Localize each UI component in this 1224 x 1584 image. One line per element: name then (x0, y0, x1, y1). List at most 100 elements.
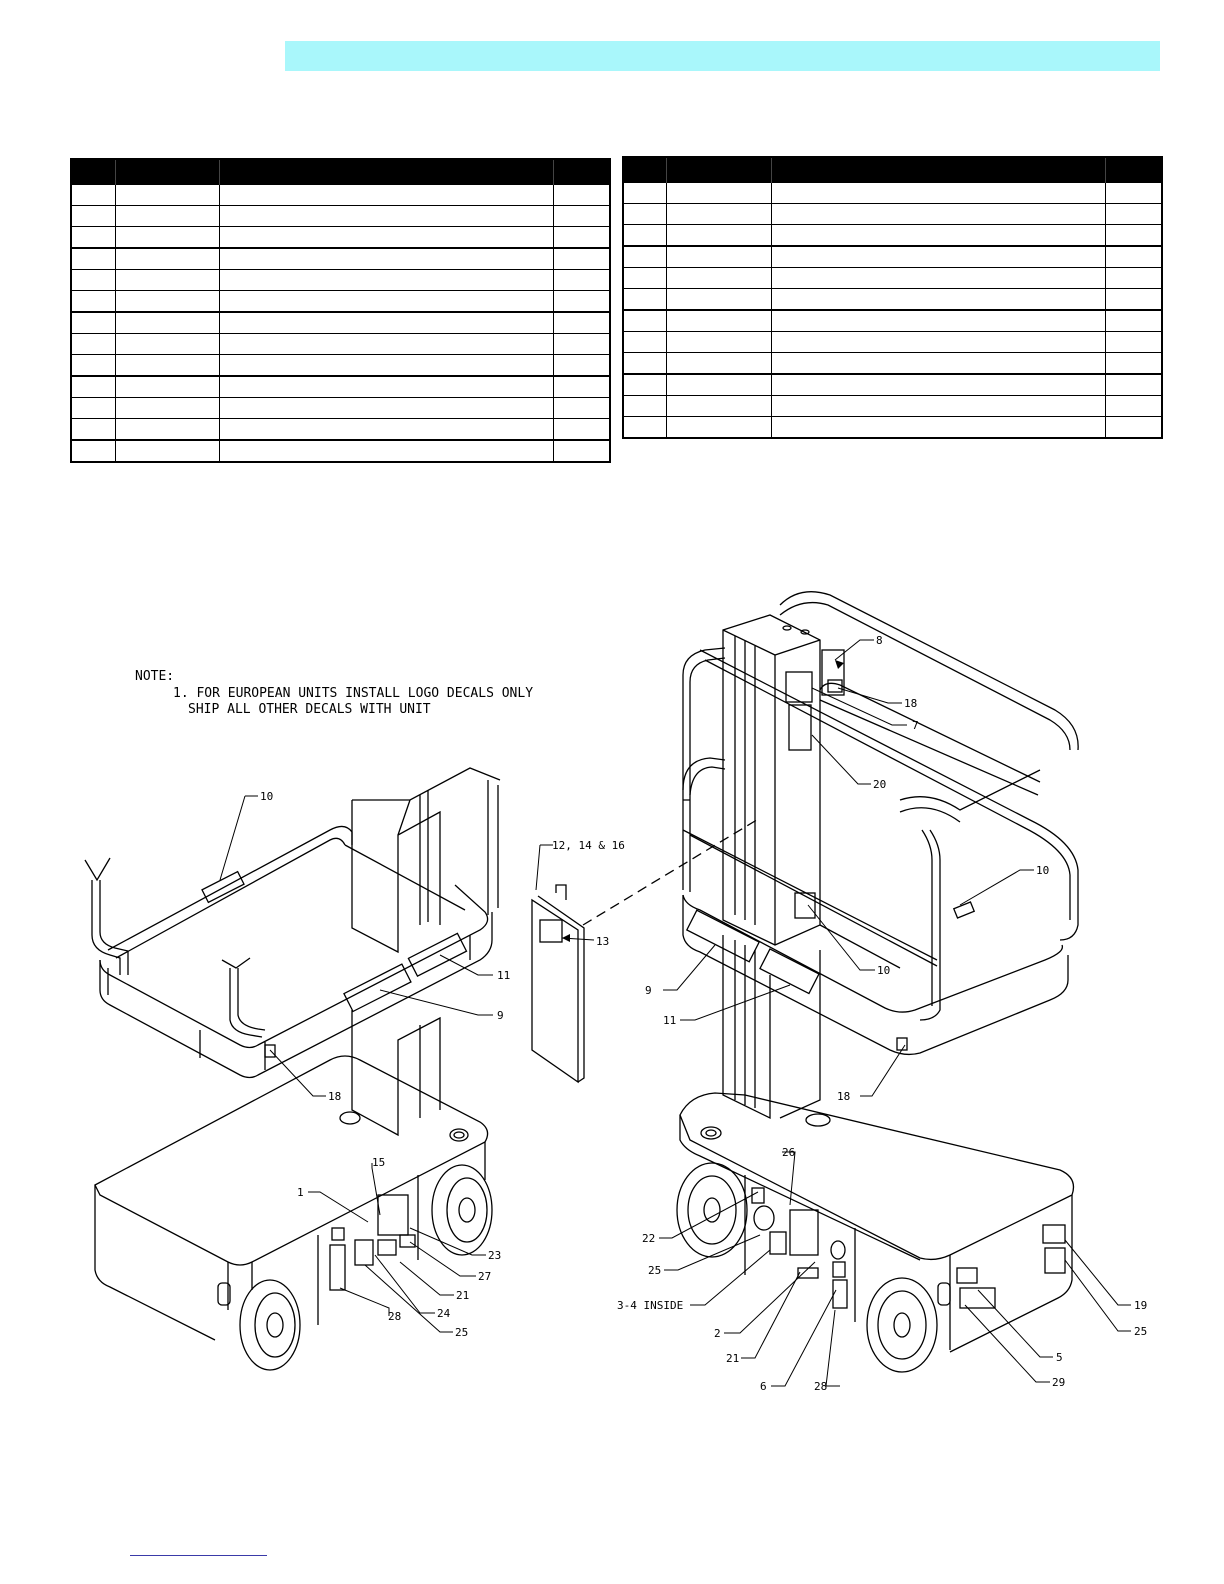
parts-table-right (622, 156, 1163, 439)
table-row (70, 418, 610, 440)
table-cell (552, 184, 610, 206)
table-cell (70, 205, 115, 227)
table-row (622, 352, 1162, 374)
table-cell (1104, 203, 1162, 225)
table-cell (622, 416, 666, 438)
table-cell (114, 269, 219, 291)
table-cell (218, 311, 553, 334)
callout-label: 10 (877, 964, 890, 977)
table-cell (552, 205, 610, 227)
callout-label: 22 (642, 1232, 655, 1245)
table-row (622, 224, 1162, 246)
callout-label: 25 (1134, 1325, 1147, 1338)
table-row (70, 439, 610, 462)
table-cell (665, 267, 771, 289)
table-cell (1104, 182, 1162, 204)
table-cell (218, 247, 553, 270)
table-cell (114, 375, 219, 398)
callout-label: 29 (1052, 1376, 1065, 1389)
table-row (622, 182, 1162, 204)
callout-label: 25 (455, 1326, 468, 1339)
table-cell (665, 309, 771, 332)
callout-label: 19 (1134, 1299, 1147, 1312)
table-cell (114, 354, 219, 376)
table-cell (1104, 416, 1162, 438)
callout-label: 28 (388, 1310, 401, 1323)
callout-label: 12, 14 & 16 (552, 839, 625, 852)
table-cell (114, 184, 219, 206)
table-cell (552, 333, 610, 355)
callout-label: 15 (372, 1156, 385, 1169)
table-cell (70, 439, 115, 462)
table-cell (622, 331, 666, 353)
table-cell (1104, 267, 1162, 289)
table-cell (770, 331, 1105, 353)
table-cell (1104, 245, 1162, 268)
table-cell (114, 205, 219, 227)
table-cell (770, 309, 1105, 332)
table-cell (1104, 352, 1162, 374)
table-cell (70, 269, 115, 291)
table-cell (770, 224, 1105, 246)
note-line-2: SHIP ALL OTHER DECALS WITH UNIT (188, 702, 431, 717)
table-cell (1104, 288, 1162, 310)
callout-label: 18 (328, 1090, 341, 1103)
callout-label: 18 (837, 1090, 850, 1103)
table-cell (552, 290, 610, 312)
table-row (622, 203, 1162, 225)
callout-label: 3-4 INSIDE (617, 1299, 683, 1312)
table-row (622, 331, 1162, 353)
table-row (70, 311, 610, 334)
callout-label: 25 (648, 1264, 661, 1277)
table-cell (70, 184, 115, 206)
table-cell (114, 397, 219, 419)
callout-label: 11 (663, 1014, 676, 1027)
table-cell (770, 267, 1105, 289)
table-cell (552, 226, 610, 248)
table-cell (665, 245, 771, 268)
table-cell (218, 205, 553, 227)
table-cell (622, 395, 666, 417)
table-cell (665, 416, 771, 438)
table-cell (665, 224, 771, 246)
callout-labels-left: 10 12, 14 & 16 13 11 9 18 15 1 23 27 21 … (260, 790, 625, 1339)
table-cell (70, 311, 115, 334)
right-machine-illustration (676, 591, 1079, 1373)
table-cell (622, 182, 666, 204)
table-cell (218, 375, 553, 398)
callout-label: 9 (645, 984, 652, 997)
table-cell (1104, 395, 1162, 417)
table-cell (665, 288, 771, 310)
table-cell (70, 354, 115, 376)
callout-label: 7 (912, 719, 919, 732)
table-cell (70, 226, 115, 248)
table-cell (1104, 373, 1162, 396)
table-cell (552, 418, 610, 440)
table-cell (114, 226, 219, 248)
table-row (622, 245, 1162, 268)
callout-label: 10 (260, 790, 273, 803)
table-cell (114, 290, 219, 312)
table-row (70, 205, 610, 227)
callout-label: 13 (596, 935, 609, 948)
callout-label: 21 (726, 1352, 739, 1365)
table-cell (552, 354, 610, 376)
table-row (622, 416, 1162, 438)
table-cell (70, 418, 115, 440)
table-row (70, 397, 610, 419)
table-cell (770, 395, 1105, 417)
table-cell (665, 352, 771, 374)
table-cell (114, 247, 219, 270)
table-cell (1104, 309, 1162, 332)
table-cell (218, 354, 553, 376)
table-cell (1104, 331, 1162, 353)
table-cell (1104, 224, 1162, 246)
table-row (70, 226, 610, 248)
table-cell (218, 333, 553, 355)
table-cell (770, 373, 1105, 396)
callout-label: 27 (478, 1270, 491, 1283)
table-row (622, 395, 1162, 417)
table-row (622, 288, 1162, 310)
table-cell (218, 418, 553, 440)
footer-link-underline (130, 1555, 267, 1556)
